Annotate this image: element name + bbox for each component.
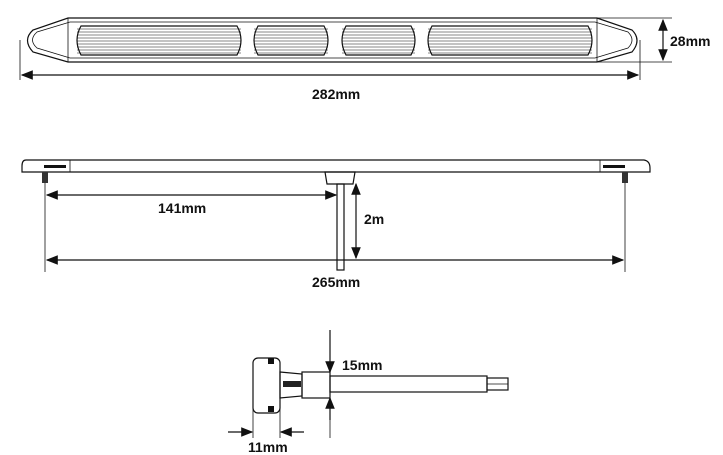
lamp-side-outline [21, 159, 651, 173]
cable [336, 183, 345, 271]
mount-offset-label: 141mm [158, 200, 206, 216]
cable-length-label: 2m [364, 211, 384, 227]
end-cap [252, 357, 281, 414]
end-view-cable [329, 375, 488, 393]
end-view: 15mm 11mm [228, 330, 509, 455]
cable-grommet [324, 171, 356, 185]
lens-window [427, 25, 593, 56]
depth-label: 15mm [342, 357, 382, 373]
top-view: 282mm 28mm [19, 17, 710, 102]
lens-windows [76, 25, 593, 56]
mount-spacing-label: 265mm [312, 274, 360, 290]
side-view: 141mm 2m 265mm [21, 159, 651, 290]
height-label: 28mm [670, 33, 710, 49]
cap-width-label: 11mm [248, 439, 288, 455]
length-label: 282mm [312, 86, 360, 102]
lens-window [341, 25, 416, 56]
right-screw [622, 172, 628, 183]
lens-window [76, 25, 242, 56]
lens-window [253, 25, 329, 56]
left-screw [42, 172, 48, 183]
